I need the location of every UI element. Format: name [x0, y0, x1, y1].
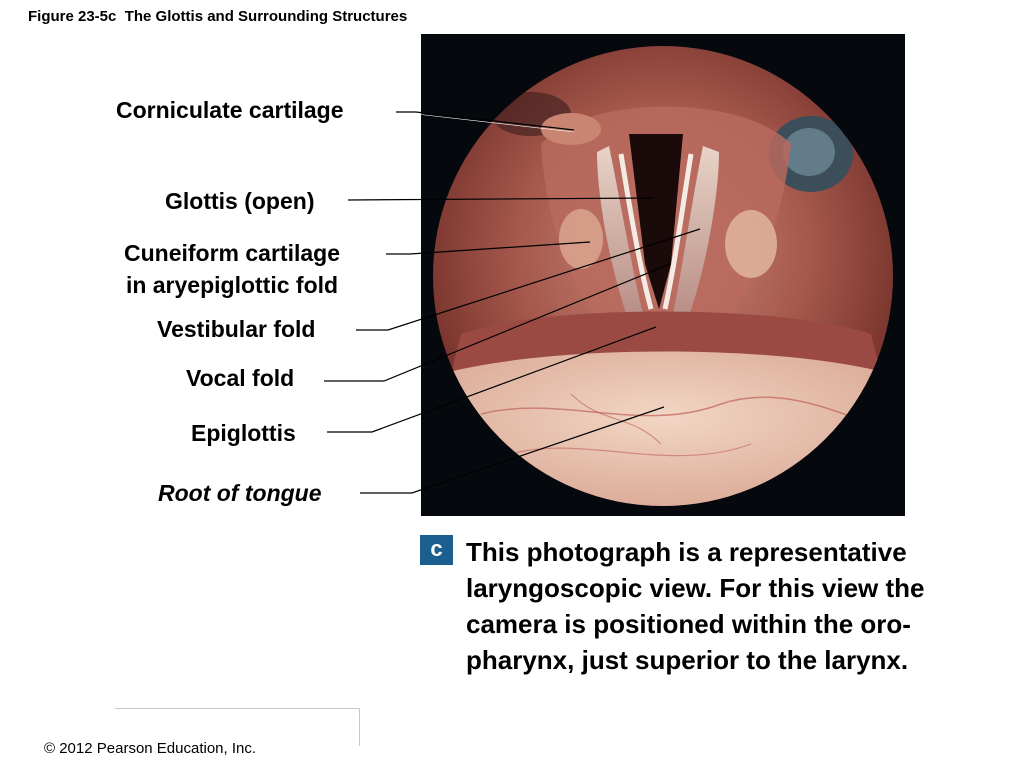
label-cuneiform-line1: Cuneiform cartilage [124, 240, 340, 266]
label-cuneiform-cartilage: Cuneiform cartilage in aryepiglottic fol… [124, 237, 340, 301]
label-glottis: Glottis (open) [165, 188, 315, 214]
label-corniculate-cartilage: Corniculate cartilage [116, 97, 344, 123]
footer-rule-vertical [359, 708, 360, 746]
label-vocal-fold: Vocal fold [186, 365, 295, 391]
laryngoscopic-photo [421, 34, 905, 516]
label-vestibular-fold: Vestibular fold [157, 316, 316, 342]
figure-title: Figure 23-5c The Glottis and Surrounding… [28, 8, 408, 25]
label-root-of-tongue: Root of tongue [158, 480, 322, 506]
label-epiglottis: Epiglottis [191, 420, 296, 446]
panel-caption: This photograph is a representative lary… [466, 537, 925, 675]
copyright: © 2012 Pearson Education, Inc. [44, 740, 257, 757]
panel-badge: c [420, 535, 453, 565]
label-cuneiform-line2: in aryepiglottic fold [125, 272, 339, 298]
footer-rule [115, 708, 360, 709]
